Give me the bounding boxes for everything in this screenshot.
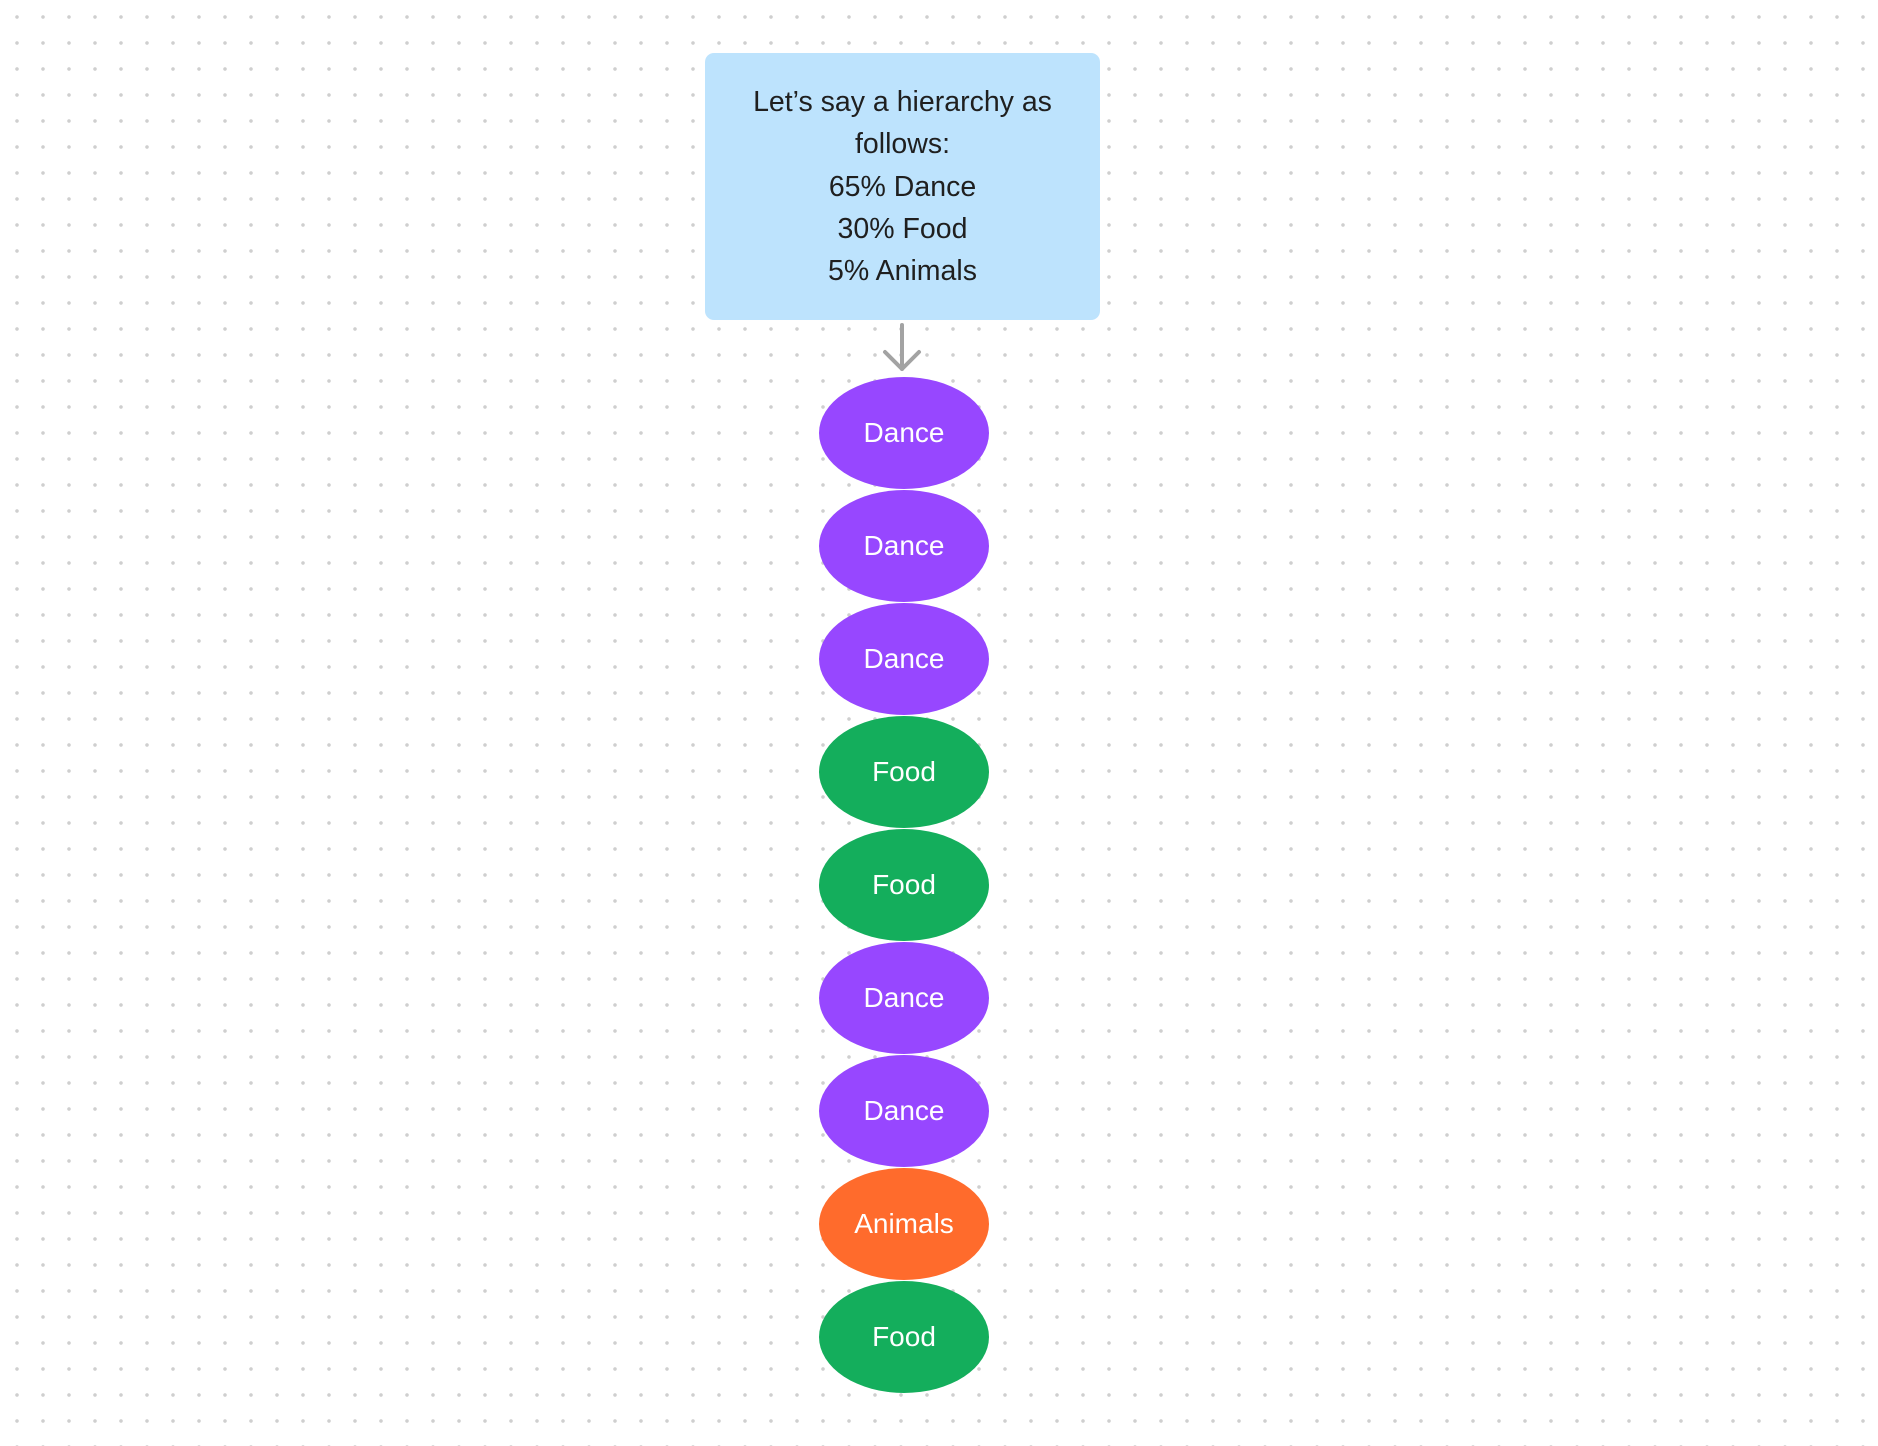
down-arrow-connector[interactable] (880, 322, 924, 374)
node-label: Food (872, 869, 936, 900)
note-line: Let’s say a hierarchy as (753, 86, 1052, 118)
category-node-food[interactable]: Food (819, 1281, 989, 1393)
note-line: 65% Dance (828, 170, 977, 203)
category-node-food[interactable]: Food (819, 716, 989, 828)
category-node-dance[interactable]: Dance (819, 377, 989, 489)
note-line: 5% Animals (828, 255, 977, 288)
category-node-dance[interactable]: Dance (819, 490, 989, 602)
node-label: Dance (863, 1095, 945, 1126)
category-node-dance[interactable]: Dance (819, 603, 989, 715)
hierarchy-note[interactable]: Let’s say a hierarchy as follows: 65% Da… (705, 53, 1100, 320)
note-line: 30% Food (837, 212, 968, 245)
node-label: Animals (854, 1208, 954, 1239)
node-label: Food (872, 1321, 936, 1352)
category-node-animals[interactable]: Animals (819, 1168, 989, 1280)
node-label: Dance (863, 982, 945, 1013)
category-node-food[interactable]: Food (819, 829, 989, 941)
note-line: follows: (854, 128, 951, 161)
node-label: Dance (863, 643, 945, 674)
category-node-dance[interactable]: Dance (819, 1055, 989, 1167)
category-node-dance[interactable]: Dance (819, 942, 989, 1054)
node-label: Food (872, 756, 936, 787)
node-label: Dance (863, 530, 945, 561)
node-label: Dance (863, 417, 945, 448)
